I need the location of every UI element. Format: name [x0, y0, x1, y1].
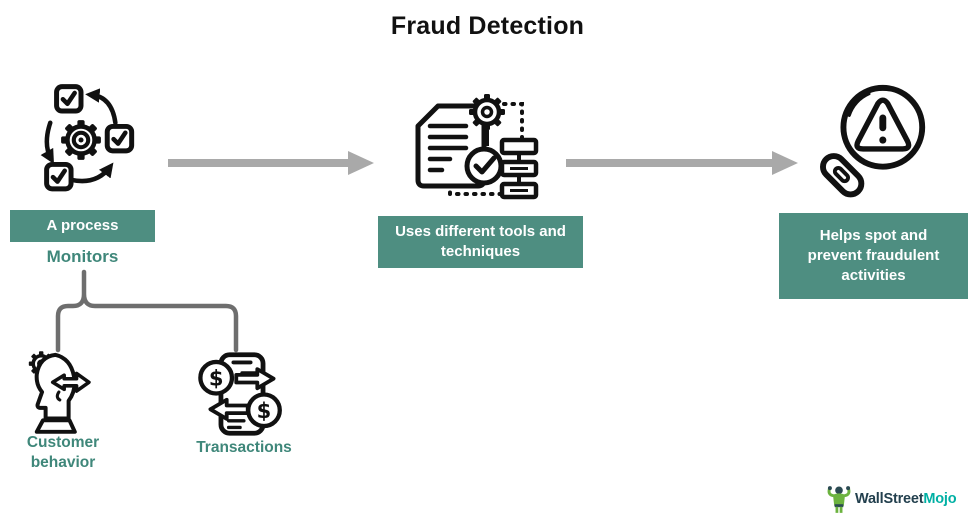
wallstreetmojo-logo[interactable]: WallStreetMojo	[826, 482, 957, 516]
process-cycle-icon	[24, 80, 138, 200]
flow-arrow-2	[566, 150, 798, 176]
label-box-tools: Uses different tools and techniques	[378, 216, 583, 268]
document-gear-checklist-icon	[402, 84, 540, 206]
logo-text-mojo: Mojo	[923, 491, 957, 507]
flow-arrow-1	[168, 150, 374, 176]
logo-text-wallstreet: WallStreet	[855, 491, 924, 507]
label-box-a-process: A process	[10, 210, 155, 242]
label-text: Helps spot and prevent fraudulent activi…	[807, 226, 940, 285]
label-text: Uses different tools and techniques	[395, 222, 566, 260]
monitors-label: Monitors	[46, 247, 119, 266]
dollar-symbol: $	[209, 365, 224, 390]
customer-behavior-label: Customer behavior	[26, 434, 100, 472]
wallstreetmojo-mascot-icon	[826, 483, 852, 515]
label-box-result: Helps spot and prevent fraudulent activi…	[779, 213, 968, 299]
magnifier-warning-icon	[810, 80, 932, 208]
page-title: Fraud Detection	[390, 12, 585, 40]
money-transactions-icon: $ $	[192, 350, 292, 438]
dollar-symbol: $	[257, 398, 272, 423]
transactions-label: Transactions	[196, 439, 292, 456]
label-text: A process	[46, 216, 119, 234]
split-bracket	[40, 268, 250, 354]
customer-behavior-icon	[16, 346, 100, 438]
logo-wordmark: WallStreetMojo	[855, 491, 957, 507]
